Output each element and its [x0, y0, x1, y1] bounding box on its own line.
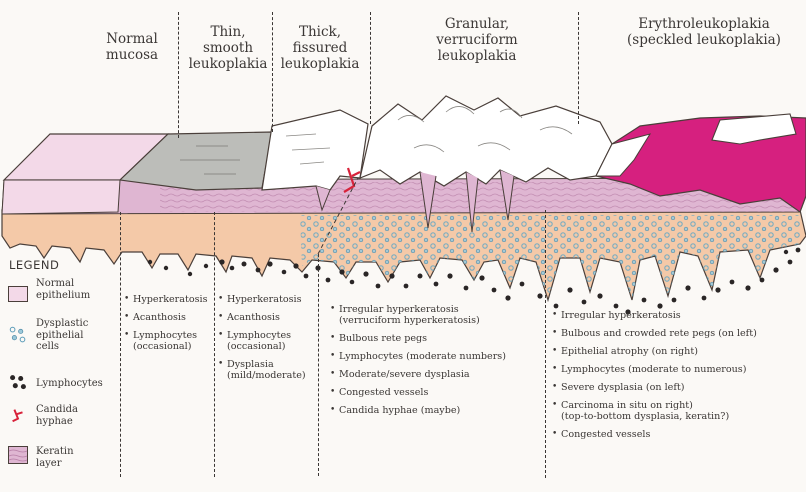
legend-item-normal-epithelium: Normal epithelium [8, 278, 88, 318]
feature-erythro-6: Congested vessels [552, 429, 802, 440]
candida-hyphae-icon [8, 406, 28, 424]
feature-thin-1: Acanthosis [124, 312, 212, 323]
stage-title-normal: Normal mucosa [96, 31, 168, 63]
normal-epithelium-swatch [8, 286, 28, 302]
divider-2 [272, 12, 273, 132]
feature-thick-3: Dysplasia (mild/moderate) [218, 359, 318, 381]
feature-thin-0: Hyperkeratosis [124, 294, 212, 305]
feature-erythro-3: Lymphocytes (moderate to numerous) [552, 364, 802, 375]
feature-thick-2: Lymphocytes (occasional) [218, 330, 318, 352]
divider-4-lower [545, 210, 546, 478]
feature-erythro-5: Carcinoma in situ on right) (top-to-bott… [552, 400, 802, 422]
divider-3-lower [318, 254, 319, 476]
lymphocytes-icon [8, 374, 28, 392]
feature-thick-1: Acanthosis [218, 312, 318, 323]
stage-title-erythro: Erythroleukoplakia (speckled leukoplakia… [614, 16, 794, 48]
features-thick: Hyperkeratosis Acanthosis Lymphocytes (o… [218, 294, 318, 388]
stage-title-granular: Granular, verruciform leukoplakia [418, 16, 536, 64]
features-granular: Irregular hyperkeratosis (verruciform hy… [330, 304, 542, 423]
feature-granular-2: Lymphocytes (moderate numbers) [330, 351, 542, 362]
feature-erythro-0: Irregular hyperkeratosis [552, 310, 802, 321]
feature-granular-1: Bulbous rete pegs [330, 333, 542, 344]
keratin-layer-swatch [8, 446, 28, 464]
stage-title-thick: Thick, fissured leukoplakia [276, 24, 364, 72]
divider-4 [578, 12, 579, 124]
feature-granular-3: Moderate/severe dysplasia [330, 369, 542, 380]
granular-leukoplakia-surface [360, 96, 612, 186]
features-erythro: Irregular hyperkeratosis Bulbous and cro… [552, 310, 802, 447]
feature-erythro-4: Severe dysplasia (on left) [552, 382, 802, 393]
dysplastic-region [300, 215, 800, 300]
legend-item-keratin: Keratin layer [8, 446, 88, 486]
divider-3 [370, 12, 371, 124]
feature-granular-0: Irregular hyperkeratosis (verruciform hy… [330, 304, 542, 326]
legend-item-dysplastic: Dysplastic epithelial cells [8, 318, 88, 358]
feature-granular-4: Congested vessels [330, 387, 542, 398]
feature-erythro-2: Epithelial atrophy (on right) [552, 346, 802, 357]
dysplastic-cells-icon [8, 326, 28, 344]
legend-title: LEGEND [9, 258, 59, 272]
divider-1 [178, 12, 179, 138]
feature-granular-5: Candida hyphae (maybe) [330, 405, 542, 416]
divider-2-lower [214, 212, 215, 477]
feature-thick-0: Hyperkeratosis [218, 294, 318, 305]
feature-thin-2: Lymphocytes (occasional) [124, 330, 212, 352]
legend-item-candida: Candida hyphae [8, 404, 88, 444]
features-thin: Hyperkeratosis Acanthosis Lymphocytes (o… [124, 294, 212, 359]
divider-1-lower [120, 212, 121, 477]
feature-erythro-1: Bulbous and crowded rete pegs (on left) [552, 328, 802, 339]
stage-title-thin: Thin, smooth leukoplakia [186, 24, 270, 72]
